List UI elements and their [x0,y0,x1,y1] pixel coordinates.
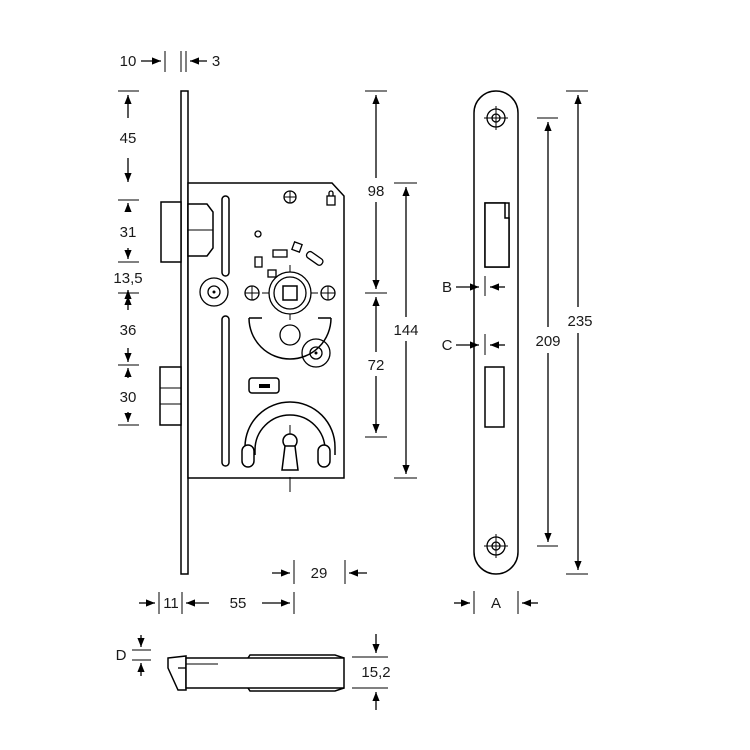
dim-screw-spacing: 209 [535,333,560,350]
label-latch-cutout-b: B [442,279,452,296]
dim-case-depth: 15,2 [361,664,390,681]
dim-spindle-to-bolt: 36 [120,322,137,339]
dim-latch-to-spindle: 13,5 [113,270,142,287]
faceplate-front-view [473,90,519,575]
dim-spindle-to-cylinder: 72 [368,357,385,374]
plan-view [167,654,345,692]
dim-plate-thickness: 3 [212,53,220,70]
dim-faceplate-length: 235 [567,313,592,330]
dim-backset: 55 [230,595,247,612]
plate-d-dimension: D [116,635,151,676]
follower-hub [244,241,336,360]
latch-bolt [160,201,214,263]
dim-spindle-square: 29 [311,565,328,582]
keyhole [241,401,336,492]
left-dimensions: 45 31 13,5 36 30 [113,90,143,426]
label-bolt-cutout-c: C [442,337,453,354]
case-depth-dimension: 15,2 [352,634,391,710]
dim-plate-offset: 10 [120,53,137,70]
top-offset-dimensions: 10 3 [120,51,220,72]
dim-follower-to-cylinder: 98 [368,183,385,200]
dim-top-to-latch: 45 [120,130,137,147]
dim-case-height: 144 [393,322,418,339]
label-plate-d: D [116,647,127,664]
center-dimensions: 98 72 144 [365,90,419,479]
faceplate-width-dimension: A [454,591,538,614]
dim-plate-projection: 11 [163,595,179,612]
faceplate-cutout-dimensions: B C [442,276,505,355]
faceplate-length-dimensions: 209 235 [535,90,593,575]
bottom-dimensions: 29 11 55 [139,560,367,614]
dead-bolt [159,366,182,426]
spring-bosses [199,277,331,368]
dim-bolt-height: 30 [120,389,137,406]
forend-plate [180,90,189,575]
dim-latch-height: 31 [120,224,137,241]
label-width-a: A [491,595,501,612]
